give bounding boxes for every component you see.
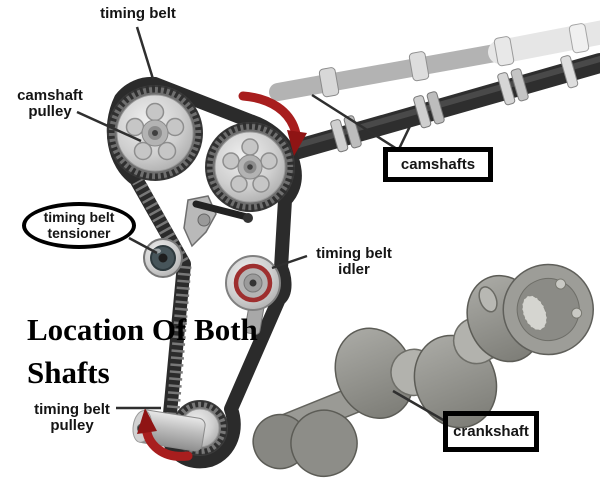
label-timing-belt-pulley: timing belt pulley bbox=[34, 401, 110, 434]
idler-pulley bbox=[225, 255, 281, 335]
annotation-box-crankshaft: crankshaft bbox=[443, 411, 539, 452]
title-location-of-both-shafts: Location Of Both Shafts bbox=[27, 312, 258, 391]
camshaft-pulley-left bbox=[107, 85, 203, 181]
tensioner-bracket bbox=[183, 195, 253, 248]
camshaft-rotation-arrow-icon bbox=[238, 91, 307, 156]
camshaft-pulley-right bbox=[205, 122, 295, 212]
leader-lines bbox=[76, 26, 446, 423]
crankshaft bbox=[252, 263, 594, 478]
belt-teeth bbox=[132, 177, 192, 437]
annotation-box-camshafts: camshafts bbox=[383, 147, 493, 182]
camshaft-front bbox=[278, 53, 600, 162]
tensioner-pulley bbox=[143, 238, 183, 278]
label-timing-belt-idler: timing belt idler bbox=[316, 245, 392, 278]
label-camshaft-pulley: camshaft pulley bbox=[17, 87, 83, 120]
camshaft-back bbox=[269, 20, 600, 101]
annotation-oval-timing-belt-tensioner: timing belt tensioner bbox=[22, 202, 136, 249]
crank-rotation-arrow-icon bbox=[137, 408, 193, 461]
label-timing-belt: timing belt bbox=[100, 5, 176, 22]
